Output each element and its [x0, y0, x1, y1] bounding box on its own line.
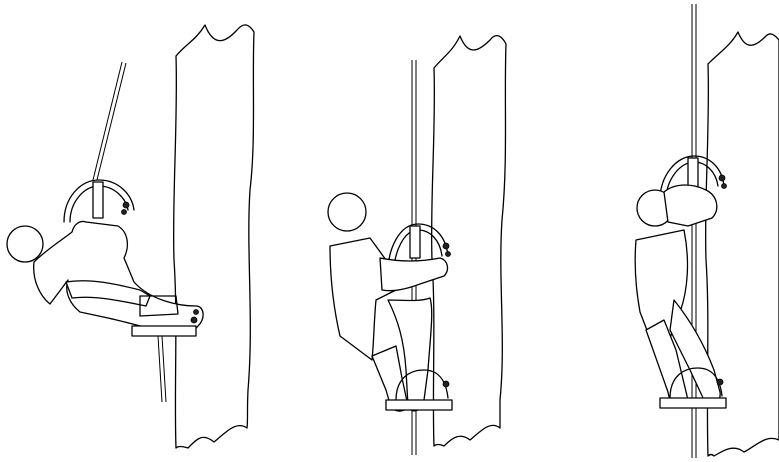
carabiner	[443, 381, 449, 387]
rope	[162, 336, 166, 402]
climber-head	[328, 193, 366, 231]
rope	[158, 336, 162, 402]
carabiner	[194, 310, 199, 315]
rope	[97, 63, 126, 180]
carabiner	[717, 379, 723, 385]
climber-head	[7, 226, 43, 262]
tree-trunk	[174, 25, 254, 448]
carabiner	[191, 317, 197, 323]
lower-platform	[660, 398, 726, 408]
lower-platform	[132, 326, 196, 336]
panel-3	[635, 4, 779, 458]
upper-platform-bracket	[410, 226, 420, 258]
panel-1	[7, 25, 254, 448]
carabiner	[719, 175, 725, 181]
upper-platform-bracket	[93, 182, 103, 218]
carabiner	[722, 184, 727, 189]
carabiner	[446, 252, 451, 257]
carabiner	[123, 202, 129, 208]
carabiner	[122, 210, 127, 215]
lower-platform	[386, 400, 452, 410]
panel-2	[328, 36, 506, 455]
rope	[93, 62, 122, 180]
carabiner	[443, 243, 449, 249]
